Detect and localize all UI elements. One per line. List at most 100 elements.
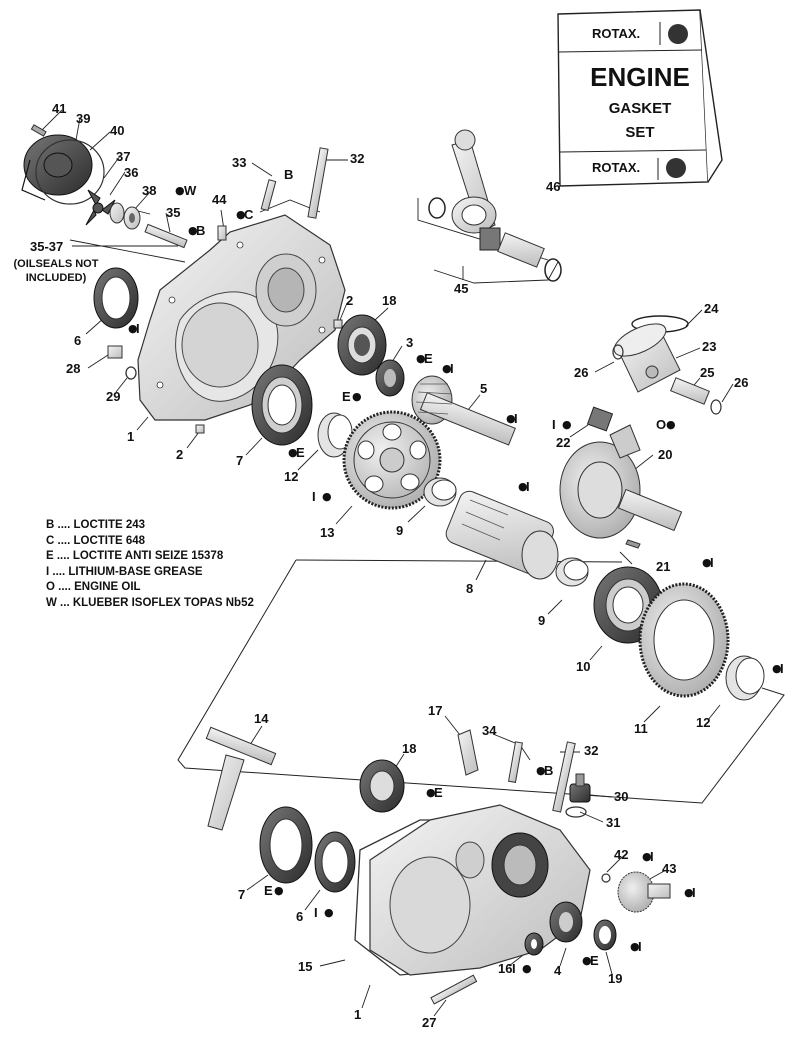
part-label: 9 <box>538 613 546 628</box>
plug-30 <box>569 773 591 803</box>
dowel-2a <box>333 319 343 329</box>
circlip-26a <box>612 344 624 360</box>
part-label: 32 <box>584 743 599 758</box>
screw-44 <box>217 225 227 241</box>
part-label: 32 <box>350 151 365 166</box>
lube-marker: E <box>590 953 599 968</box>
part-label: 10 <box>576 659 591 674</box>
lube-marker: I <box>780 661 784 676</box>
lube-marker: I <box>136 321 140 336</box>
washer-16 <box>524 932 544 956</box>
part-label: 4 <box>554 963 562 978</box>
part-label: 16 <box>498 961 513 976</box>
part-label: 20 <box>658 447 673 462</box>
part-label: 18 <box>402 741 417 756</box>
crankshaft-20 <box>559 424 683 539</box>
oil-seal-7-upper <box>251 364 313 446</box>
lower-crankcase-half <box>369 804 591 976</box>
oil-drop-icon: ● <box>352 390 362 403</box>
pin-33 <box>260 179 277 212</box>
part-label: 21 <box>656 559 671 574</box>
legend-item-i: I .... LITHIUM-BASE GREASE <box>46 565 203 578</box>
bushing-12-upper <box>317 412 353 458</box>
part-label: 29 <box>106 389 121 404</box>
piston-pin-25 <box>670 377 710 405</box>
bearing-3 <box>375 359 405 397</box>
oil-drop-icon: ● <box>582 954 592 967</box>
assembly-bracket <box>177 559 785 804</box>
oil-drop-icon: ● <box>536 764 546 777</box>
lube-marker: W <box>184 183 197 198</box>
pin-34 <box>507 741 523 783</box>
kit-title-line2: GASKET <box>608 100 672 117</box>
part-label: 7 <box>238 887 246 902</box>
pump-gasket <box>35 139 105 205</box>
oil-drop-icon: ● <box>506 412 516 425</box>
screw-41 <box>30 124 47 137</box>
part-label: 14 <box>254 711 269 726</box>
part-label: 37 <box>116 149 131 164</box>
part-label: 1 <box>354 1007 362 1022</box>
plug-28 <box>107 345 123 359</box>
oil-drop-icon: ● <box>322 490 332 503</box>
part-label: 11 <box>634 721 648 736</box>
part-label: 1 <box>127 429 135 444</box>
legend-item-b: B .... LOCTITE 243 <box>46 519 146 531</box>
oil-drop-icon: ● <box>630 940 640 953</box>
lube-marker: I <box>314 905 318 920</box>
oil-seal-6-lower <box>314 831 356 893</box>
lube-marker: C <box>244 207 254 222</box>
part-label: 23 <box>702 339 717 354</box>
bushing-9-upper <box>423 477 457 507</box>
oil-drop-icon: ● <box>518 480 528 493</box>
water-pump-cover <box>21 134 93 201</box>
part-label: 40 <box>110 123 125 138</box>
part-label: 15 <box>298 959 313 974</box>
oil-drop-icon: ● <box>236 208 246 221</box>
bushing-12-lower <box>725 655 765 701</box>
lube-marker: E <box>424 351 433 366</box>
part-label: 34 <box>482 723 497 738</box>
oil-drop-icon: ● <box>522 962 532 975</box>
key-21 <box>625 539 641 549</box>
oil-drop-icon: ● <box>442 362 452 375</box>
part-label: 30 <box>614 789 629 804</box>
part-label: 25 <box>700 365 715 380</box>
shift-fork-14 <box>205 726 277 831</box>
lube-marker: I <box>710 555 714 570</box>
lube-marker: I <box>450 361 454 376</box>
part-label: 2 <box>176 447 184 462</box>
part-label: 19 <box>608 971 623 986</box>
lube-marker: B <box>196 223 206 238</box>
part-label: 35-37 <box>30 239 64 254</box>
part-label: 5 <box>480 381 488 396</box>
part-label: 17 <box>428 703 443 718</box>
part-label: 41 <box>52 101 67 116</box>
part-label: 13 <box>320 525 335 540</box>
lube-marker: I <box>692 885 696 900</box>
lube-marker: E <box>264 883 273 898</box>
oil-drop-icon: ● <box>426 786 436 799</box>
legend-item-w: W ... KLUEBER ISOFLEX TOPAS Nb52 <box>46 596 254 609</box>
needle-bearing-22 <box>586 406 614 432</box>
bolt-27 <box>430 974 478 1005</box>
part-label: 2 <box>346 293 354 308</box>
part-label: 24 <box>704 301 719 316</box>
lube-marker: E <box>296 445 305 460</box>
oil-drop-icon: ● <box>702 556 712 569</box>
lube-marker: O <box>656 417 667 432</box>
part-label: 9 <box>396 523 404 538</box>
oil-seal-6-upper <box>93 267 139 329</box>
kit-title-line1: ENGINE <box>590 62 690 92</box>
legend-item-o: O .... ENGINE OIL <box>46 581 141 593</box>
legend-item-e: E .... LOCTITE ANTI SEIZE 15378 <box>46 550 224 562</box>
lube-marker: I <box>514 411 518 426</box>
part-label: 12 <box>696 715 711 730</box>
pin-32 <box>307 147 329 219</box>
gear-11 <box>638 582 730 698</box>
part-label: 6 <box>296 909 304 924</box>
oil-drop-icon: ● <box>288 446 298 459</box>
part-label: 45 <box>454 281 469 296</box>
part-label: 39 <box>76 111 91 126</box>
legend-item-c: C .... LOCTITE 648 <box>46 534 146 547</box>
